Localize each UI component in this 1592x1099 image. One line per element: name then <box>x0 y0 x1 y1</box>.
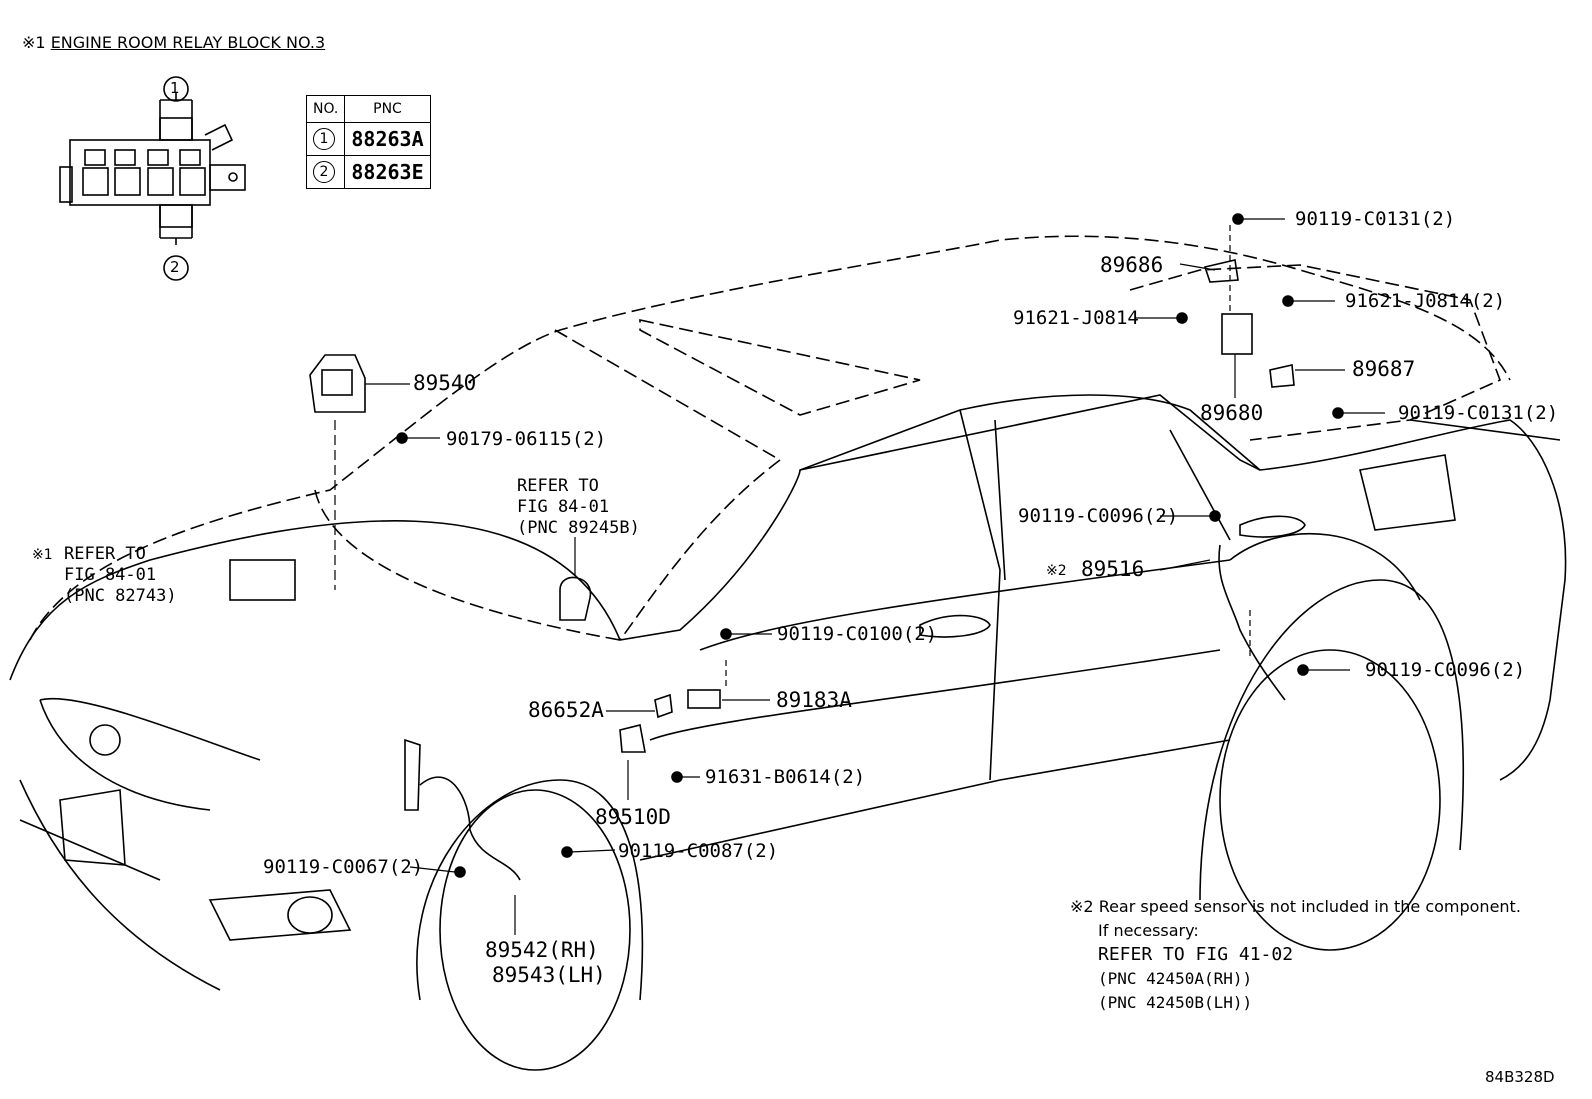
part-90119-c0100[interactable]: 90119-C0100(2) <box>777 623 938 645</box>
part-90119-c0096-top[interactable]: 90119-C0096(2) <box>1018 505 1179 527</box>
refer2-line3: (PNC 89245B) <box>517 518 640 538</box>
row-number: 1 <box>313 128 335 150</box>
figure-code: 84B328D <box>1485 1068 1555 1086</box>
part-89516[interactable]: 89516 <box>1081 557 1145 581</box>
refer2-line1: REFER TO <box>517 476 599 496</box>
part-90179-06115[interactable]: 90179-06115(2) <box>446 428 607 450</box>
part-90119-c0087[interactable]: 90119-C0087(2) <box>618 840 779 862</box>
part-91621-j0814[interactable]: 91621-J0814 <box>1013 307 1139 329</box>
row-number: 2 <box>313 161 335 183</box>
part-89516-mark: ※2 <box>1046 563 1067 579</box>
component-sketches <box>229 259 1295 881</box>
part-90119-c0067[interactable]: 90119-C0067(2) <box>263 856 424 878</box>
callout-2: 2 <box>170 258 180 276</box>
relay-block-illustration <box>59 76 246 281</box>
footnote-line2: If necessary: <box>1098 921 1199 940</box>
refer1-line1: REFER TO <box>64 544 146 564</box>
callout-1: 1 <box>170 79 180 97</box>
refer1-mark: ※1 <box>32 547 53 563</box>
footnote-line3[interactable]: REFER TO FIG 41-02 <box>1098 944 1294 965</box>
refer1-line2[interactable]: FIG 84-01 <box>64 565 157 585</box>
part-89687[interactable]: 89687 <box>1352 357 1416 381</box>
part-90119-c0131-bot[interactable]: 90119-C0131(2) <box>1398 402 1559 424</box>
table-header-pnc: PNC <box>344 95 431 123</box>
part-89183a[interactable]: 89183A <box>776 688 852 712</box>
table-row: 2 88263E <box>305 155 431 189</box>
part-91631-b0614[interactable]: 91631-B0614(2) <box>705 766 866 788</box>
relay-pnc-table: NO. PNC 1 88263A 2 88263E <box>305 95 431 189</box>
fastener-marks[interactable] <box>396 213 1344 878</box>
part-89686[interactable]: 89686 <box>1100 253 1164 277</box>
table-row: 1 88263A <box>305 122 431 156</box>
leader-lines <box>334 218 1385 935</box>
part-91621-j0814-2[interactable]: 91621-J0814(2) <box>1345 290 1506 312</box>
part-89510d[interactable]: 89510D <box>595 805 671 829</box>
footnote: ※2 Rear speed sensor is not included in … <box>1070 895 1521 1015</box>
footnote-line1: Rear speed sensor is not included in the… <box>1098 897 1521 916</box>
part-89680[interactable]: 89680 <box>1200 401 1264 425</box>
header-title: ENGINE ROOM RELAY BLOCK NO.3 <box>50 33 326 52</box>
part-89542-rh[interactable]: 89542(RH) <box>485 938 599 962</box>
footnote-line4: (PNC 42450A(RH)) <box>1098 969 1253 988</box>
car-body <box>9 235 1567 1071</box>
footnote-mark: ※2 <box>1070 897 1094 916</box>
part-90119-c0096-bot[interactable]: 90119-C0096(2) <box>1365 659 1526 681</box>
table-header-no: NO. <box>305 95 346 123</box>
header-mark: ※1 <box>22 33 46 52</box>
row-pnc[interactable]: 88263A <box>344 122 431 156</box>
refer1-line3: (PNC 82743) <box>64 586 177 606</box>
part-86652a[interactable]: 86652A <box>528 698 604 722</box>
part-89543-lh[interactable]: 89543(LH) <box>492 963 606 987</box>
footnote-line5: (PNC 42450B(LH)) <box>1098 993 1253 1012</box>
part-90119-c0131-top[interactable]: 90119-C0131(2) <box>1295 208 1456 230</box>
row-pnc[interactable]: 88263E <box>344 155 431 189</box>
header-block: ※1 ENGINE ROOM RELAY BLOCK NO.3 <box>22 35 325 51</box>
refer2-line2[interactable]: FIG 84-01 <box>517 497 610 517</box>
part-89540[interactable]: 89540 <box>413 371 477 395</box>
